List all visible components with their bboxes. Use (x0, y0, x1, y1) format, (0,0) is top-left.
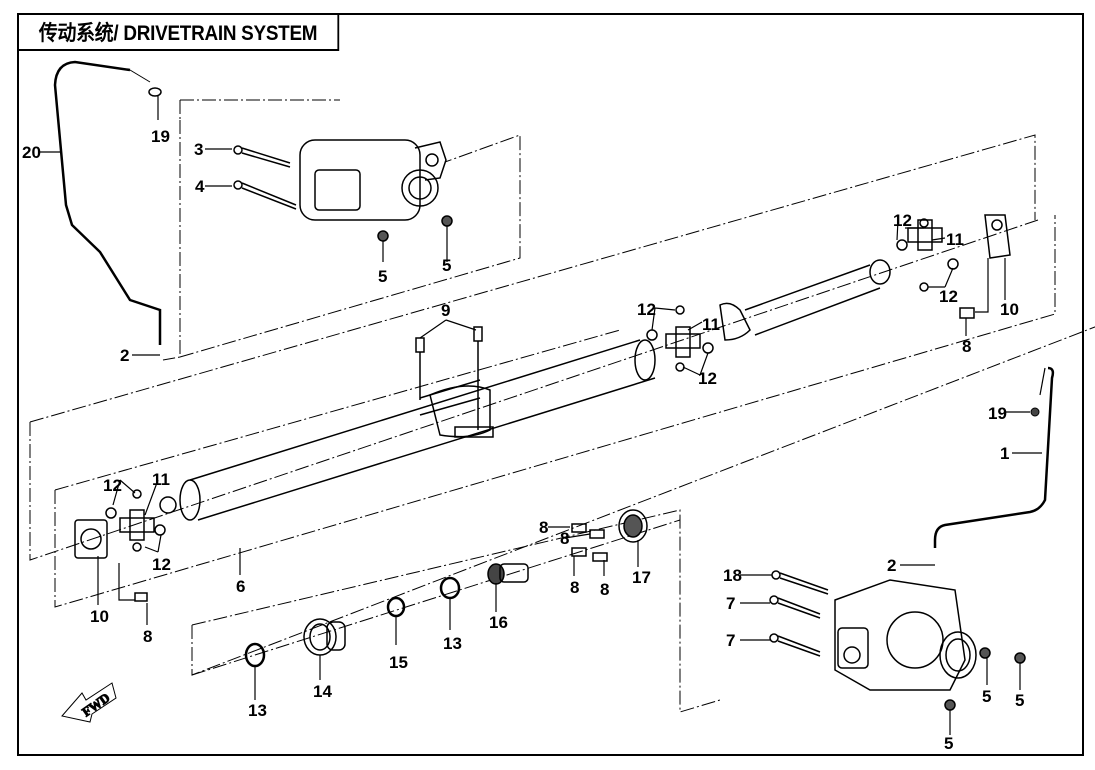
callout-8: 8 (962, 337, 971, 356)
callout-1: 1 (1000, 444, 1009, 463)
front-diff-group-outline (162, 99, 521, 361)
callout-6: 6 (236, 577, 245, 596)
rear-shaft-components (191, 509, 681, 676)
callout-5: 5 (378, 267, 387, 286)
front-diff-bolts (233, 145, 453, 242)
callout-20: 20 (22, 143, 41, 162)
callout-16: 16 (489, 613, 508, 632)
callout-5: 5 (944, 734, 953, 753)
callout-12: 12 (893, 211, 912, 230)
front-shaft (719, 214, 1011, 341)
fwd-arrow-icon: FWD (61, 682, 117, 723)
callout-8: 8 (143, 627, 152, 646)
diagram-frame (17, 13, 1084, 756)
u-joint-crosses (105, 218, 959, 552)
callout-5: 5 (442, 256, 451, 275)
shaft-group-outline-inner (54, 215, 1056, 608)
callout-4: 4 (195, 177, 205, 196)
callout-11: 11 (946, 230, 964, 249)
rear-flange-yoke (74, 519, 148, 602)
callout-19: 19 (988, 404, 1007, 423)
callout-11: 11 (702, 315, 720, 334)
propeller-shaft (159, 339, 656, 521)
callout-10: 10 (90, 607, 109, 626)
callout-12: 12 (103, 476, 122, 495)
callout-3: 3 (194, 140, 203, 159)
rear-vent-hose (933, 366, 1055, 548)
rear-shaft-group-outline (191, 326, 1095, 713)
callout-5: 5 (1015, 691, 1024, 710)
callout-13: 13 (443, 634, 462, 653)
callout-10: 10 (1000, 300, 1019, 319)
rear-differential (834, 579, 1026, 711)
callout-12: 12 (698, 369, 717, 388)
callout-15: 15 (389, 653, 408, 672)
callout-8: 8 (600, 580, 609, 599)
callout-9: 9 (441, 301, 450, 320)
callout-2: 2 (120, 346, 129, 365)
callout-12: 12 (637, 300, 656, 319)
callout-17: 17 (632, 568, 651, 587)
callout-12: 12 (152, 555, 171, 574)
callout-13: 13 (248, 701, 267, 720)
shaft-group-outline-outer (29, 134, 1039, 561)
rear-diff-bolts (769, 570, 829, 657)
leader-lines (40, 95, 1042, 735)
callout-8: 8 (570, 578, 579, 597)
callout-18: 18 (723, 566, 742, 585)
callout-7: 7 (726, 594, 735, 613)
diagram-title: 传动系统/ DRIVETRAIN SYSTEM (17, 13, 340, 51)
callout-7: 7 (726, 631, 735, 650)
callout-labels: 20 19 3 4 5 5 2 9 12 11 12 12 11 12 10 8… (22, 127, 1024, 753)
callout-8: 8 (560, 529, 569, 548)
callout-2: 2 (887, 556, 896, 575)
callout-12: 12 (939, 287, 958, 306)
callout-19: 19 (151, 127, 170, 146)
front-vent-hose (53, 60, 162, 345)
callout-14: 14 (313, 682, 332, 701)
callout-5: 5 (982, 687, 991, 706)
front-differential (299, 139, 447, 221)
callout-11: 11 (152, 470, 170, 489)
callout-8: 8 (539, 518, 548, 537)
